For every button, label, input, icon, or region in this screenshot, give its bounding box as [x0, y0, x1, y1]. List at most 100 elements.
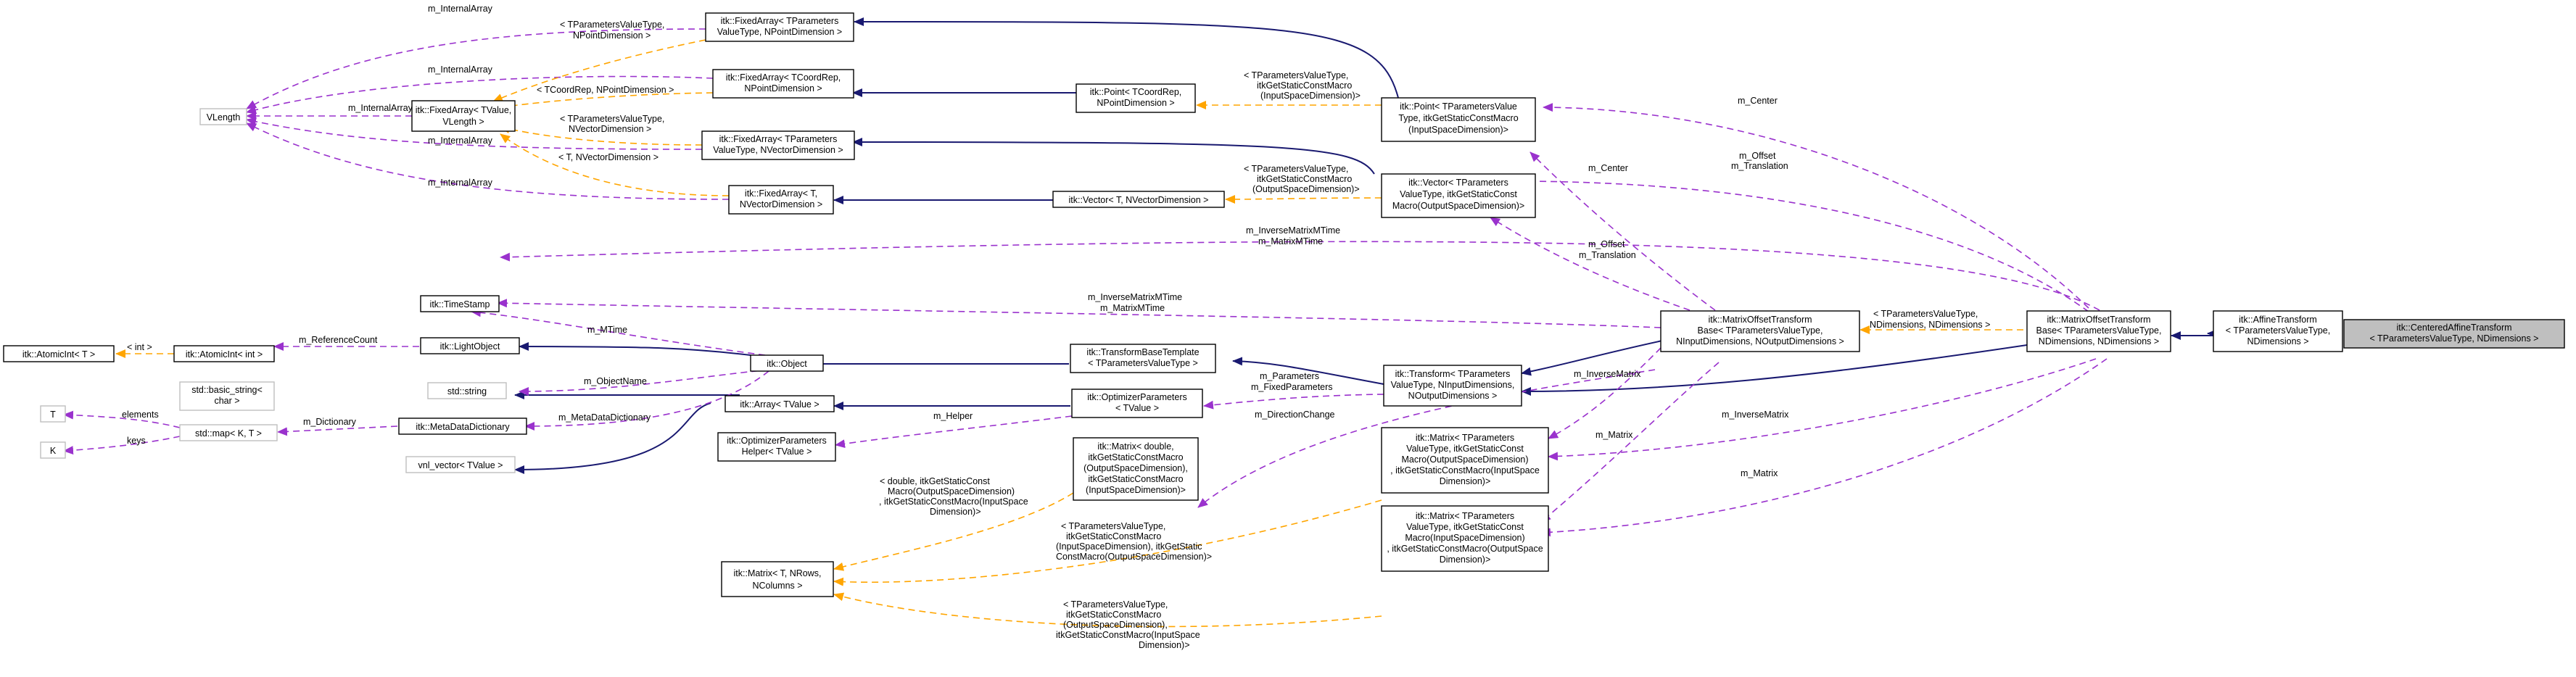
- node-metadata-dictionary[interactable]: itk::MetaDataDictionary: [398, 418, 527, 435]
- node-timestamp[interactable]: itk::TimeStamp: [420, 295, 500, 312]
- label-keys: keys: [127, 436, 146, 446]
- label-tmpl-double-1: < double, itkGetStaticConst: [880, 476, 990, 486]
- edge-internal-array-5: [246, 122, 730, 200]
- node-opthelper-line-2: Helper< TValue >: [742, 447, 812, 457]
- node-light-object[interactable]: itk::LightObject: [420, 337, 520, 354]
- node-matrix-offset-transform-io[interactable]: itk::MatrixOffsetTransform Base< TParame…: [1660, 310, 1860, 352]
- node-fapt-line-1: itk::FixedArray< TParameters: [721, 16, 839, 26]
- node-object[interactable]: itk::Object: [750, 354, 824, 372]
- edge-tmpl-coord-point: [500, 92, 714, 111]
- node-optimizer-parameters-helper[interactable]: itk::OptimizerParameters Helper< TValue …: [717, 432, 836, 462]
- node-atomic-int-int[interactable]: itk::AtomicInt< int >: [173, 345, 275, 362]
- node-opthelper-line-1: itk::OptimizerParameters: [727, 436, 827, 446]
- node-fapT-line-1: itk::FixedArray< TCoordRep,: [726, 72, 841, 83]
- node-fixedarray-point-T[interactable]: itk::FixedArray< TCoordRep, NPointDimens…: [712, 69, 854, 99]
- node-mdd-line-1: itk::MetaDataDictionary: [416, 422, 510, 432]
- label-tmpl-vector-dim-1: < TParametersValueType,: [560, 114, 664, 124]
- node-vector-T[interactable]: itk::Vector< T, NVectorDimension >: [1052, 191, 1225, 208]
- node-matrix-generic[interactable]: itk::Matrix< T, NRows, NColumns >: [721, 561, 834, 597]
- label-tmpl-point-input-2: itkGetStaticConstMacro: [1257, 80, 1352, 91]
- label-mtime: m_MTime: [587, 325, 627, 335]
- node-mdouble-line-2: itkGetStaticConstMacro: [1088, 452, 1183, 462]
- node-transform[interactable]: itk::Transform< TParameters ValueType, N…: [1383, 365, 1522, 407]
- label-matrix-mtime-2: m_MatrixMTime: [1100, 303, 1165, 313]
- label-reference-count: m_ReferenceCount: [299, 335, 378, 345]
- node-fixedarray-vector-T[interactable]: itk::FixedArray< T, NVectorDimension >: [728, 185, 834, 215]
- edge-internal-array-4: [246, 117, 703, 150]
- node-fixedarray-vector-tparams[interactable]: itk::FixedArray< TParameters ValueType, …: [701, 130, 855, 160]
- node-T[interactable]: T: [40, 405, 66, 423]
- node-motio-line-3: NInputDimensions, NOutputDimensions >: [1676, 336, 1844, 346]
- node-vnl-line-1: vnl_vector< TValue >: [418, 460, 503, 470]
- label-translation-1: m_Translation: [1731, 161, 1788, 171]
- node-mio-line-2: ValueType, itkGetStaticConst: [1406, 522, 1524, 532]
- label-tmpl-point-dim-2: NPointDimension >: [573, 30, 651, 41]
- node-transform-base-template[interactable]: itk::TransformBaseTemplate < TParameters…: [1070, 344, 1216, 373]
- label-tmpl-double-2: Macro(OutputSpaceDimension): [888, 486, 1015, 497]
- node-timestamp-line-1: itk::TimeStamp: [430, 299, 490, 310]
- node-point-T[interactable]: itk::Point< TCoordRep, NPointDimension >: [1076, 83, 1196, 113]
- node-moi-line-2: ValueType, itkGetStaticConst: [1406, 444, 1524, 454]
- node-std-string[interactable]: std::string: [427, 382, 507, 399]
- node-mdouble-line-4: itkGetStaticConstMacro: [1088, 474, 1183, 484]
- node-fixedarray-generic[interactable]: itk::FixedArray< TValue, VLength >: [411, 100, 516, 132]
- node-centered-line-1: itk::CenteredAffineTransform: [2396, 323, 2511, 333]
- node-array[interactable]: itk::Array< TValue >: [724, 395, 835, 412]
- node-favT-line-1: itk::FixedArray< T,: [745, 188, 817, 199]
- node-motmain-line-2: Base< TParametersValueType,: [2036, 325, 2162, 336]
- node-affine-transform[interactable]: itk::AffineTransform < TParametersValueT…: [2213, 310, 2343, 352]
- label-tmpl-matrix-io-5: Dimension)>: [1139, 640, 1190, 650]
- edge-tmpl-matrix-oi: [833, 499, 1382, 586]
- node-vector-tparams[interactable]: itk::Vector< TParameters ValueType, itkG…: [1381, 173, 1536, 218]
- node-point-tparams[interactable]: itk::Point< TParametersValue Type, itkGe…: [1381, 97, 1536, 142]
- node-string-line-1: std::string: [447, 386, 487, 396]
- edge-tbt-to-transform: [1232, 357, 1384, 385]
- node-pointtp-line-3: (InputSpaceDimension)>: [1408, 125, 1508, 135]
- node-moi-line-1: itk::Matrix< TParameters: [1416, 433, 1514, 443]
- node-vectortp-line-3: Macro(OutputSpaceDimension)>: [1392, 201, 1524, 211]
- label-fixed-parameters: m_FixedParameters: [1251, 382, 1333, 392]
- node-moi-line-3: Macro(OutputSpaceDimension): [1401, 454, 1528, 465]
- node-matrix-input-output[interactable]: itk::Matrix< TParameters ValueType, itkG…: [1381, 505, 1549, 572]
- node-motio-line-2: Base< TParametersValueType,: [1698, 325, 1823, 336]
- edge-vnl-to-array: [514, 402, 711, 474]
- label-tmpl-matrix-oi-3: (InputSpaceDimension), itkGetStatic: [1056, 541, 1202, 552]
- edge-vector-to-vectortp: [852, 138, 1375, 175]
- label-tmpl-t-vector: < T, NVectorDimension >: [558, 152, 659, 162]
- node-atomic-int-T[interactable]: itk::AtomicInt< T >: [3, 345, 115, 362]
- node-vlength-line-1: VLength: [207, 112, 241, 122]
- node-K-line-1: K: [50, 446, 57, 456]
- node-optimizer-parameters[interactable]: itk::OptimizerParameters < TValue >: [1071, 389, 1203, 418]
- node-basic-string[interactable]: std::basic_string< char >: [179, 381, 275, 411]
- edge-keys: [63, 436, 181, 455]
- node-vnl-vector[interactable]: vnl_vector< TValue >: [405, 456, 516, 473]
- node-pointT-line-2: NPointDimension >: [1097, 98, 1174, 108]
- node-std-map[interactable]: std::map< K, T >: [179, 424, 278, 441]
- label-offset-1: m_Offset: [1739, 151, 1776, 161]
- edge-offset-2: [1490, 217, 1690, 311]
- node-matrix-double[interactable]: itk::Matrix< double, itkGetStaticConstMa…: [1073, 437, 1199, 501]
- label-translation-2: m_Translation: [1579, 250, 1636, 260]
- label-tmpl-point-input-3: (InputSpaceDimension)>: [1260, 91, 1361, 101]
- node-centered-affine-transform[interactable]: itk::CenteredAffineTransform < TParamete…: [2343, 319, 2565, 349]
- node-transform-line-3: NOutputDimensions >: [1408, 391, 1498, 401]
- node-mdouble-line-5: (InputSpaceDimension)>: [1086, 485, 1186, 495]
- node-vlength[interactable]: VLength: [199, 108, 247, 125]
- node-matrix-output-input[interactable]: itk::Matrix< TParameters ValueType, itkG…: [1381, 427, 1549, 494]
- label-center-2: m_Center: [1588, 163, 1628, 173]
- edge-mtime-2: [497, 299, 1661, 328]
- edge-mtime-1: [500, 241, 2100, 311]
- node-fapt-line-2: ValueType, NPointDimension >: [717, 27, 842, 37]
- node-favt-line-1: itk::FixedArray< TParameters: [719, 134, 838, 144]
- label-tmpl-coord-point: < TCoordRep, NPointDimension >: [537, 85, 674, 95]
- node-mio-line-4: , itkGetStaticConstMacro(OutputSpace: [1387, 544, 1543, 554]
- node-matrix-offset-transform-main[interactable]: itk::MatrixOffsetTransform Base< TParame…: [2026, 310, 2171, 352]
- node-fixedarray-point-tparams[interactable]: itk::FixedArray< TParameters ValueType, …: [705, 12, 854, 42]
- node-vectortp-line-1: itk::Vector< TParameters: [1408, 178, 1508, 188]
- label-tmpl-vector-output-3: (OutputSpaceDimension)>: [1252, 184, 1360, 194]
- edge-point-to-pointtp: [854, 17, 1399, 99]
- node-K[interactable]: K: [40, 441, 66, 459]
- node-tbt-line-1: itk::TransformBaseTemplate: [1086, 347, 1199, 357]
- edge-transform-to-motio: [1521, 340, 1663, 376]
